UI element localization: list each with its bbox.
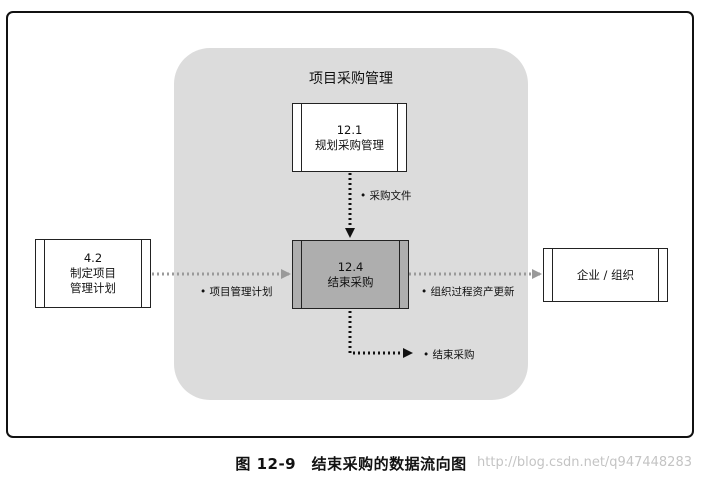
arrow-closed-procurements: [348, 311, 413, 358]
process-plan-procurement: 12.1 规划采购管理: [292, 103, 407, 172]
process-label: 规划采购管理: [315, 137, 384, 152]
label-closed-procurements: • 结束采购: [423, 349, 475, 361]
process-id: 12.4: [337, 259, 364, 274]
figure-caption: 图 12-9 结束采购的数据流向图: [235, 455, 467, 473]
process-id: 4.2: [83, 251, 103, 265]
process-label-line1: 制定项目: [70, 266, 116, 280]
process-label-line2: 管理计划: [70, 281, 116, 295]
label-org-assets: • 组织过程资产更新: [421, 286, 515, 298]
label-pm-plan: • 项目管理计划: [200, 286, 273, 298]
group-title: 项目采购管理: [309, 71, 393, 87]
process-close-procurement: 12.4 结束采购: [292, 240, 409, 309]
entity-enterprise-organization: 企业 / 组织: [543, 248, 668, 302]
process-id: 12.1: [336, 122, 363, 137]
label-procurement-docs: • 采购文件: [360, 190, 412, 202]
process-develop-pm-plan: 4.2 制定项目 管理计划: [35, 239, 151, 308]
entity-label: 企业 / 组织: [576, 267, 635, 282]
process-label: 结束采购: [327, 274, 374, 289]
watermark: http://blog.csdn.net/q947448283: [477, 455, 692, 470]
